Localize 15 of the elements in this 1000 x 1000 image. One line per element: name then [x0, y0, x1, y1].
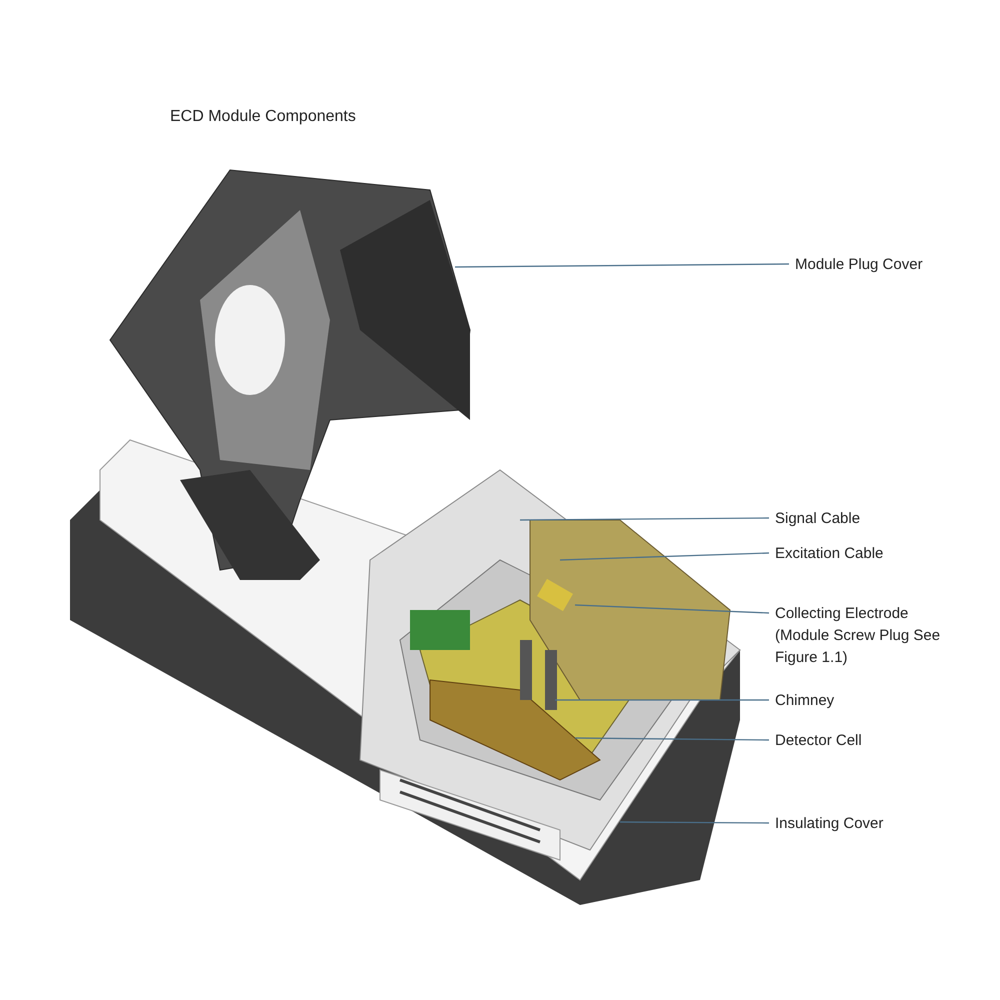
leader-line	[555, 699, 769, 701]
part-label: Insulating Cover	[775, 813, 955, 835]
leader-line	[574, 604, 770, 614]
part-label: Chimney	[775, 690, 955, 712]
part-label: Signal Cable	[775, 508, 955, 530]
diagram-title: ECD Module Components	[170, 108, 356, 126]
part-label: Collecting Electrode (Module Screw Plug See Figure 1.1)	[775, 603, 960, 668]
part-label: Detector Cell	[775, 730, 955, 752]
leader-line	[620, 821, 769, 824]
part-label: Excitation Cable	[775, 543, 955, 565]
leader-line	[575, 737, 769, 741]
leader-line	[455, 263, 789, 268]
leader-line	[560, 552, 770, 561]
part-label: Module Plug Cover	[795, 254, 975, 276]
leader-line	[520, 517, 769, 521]
